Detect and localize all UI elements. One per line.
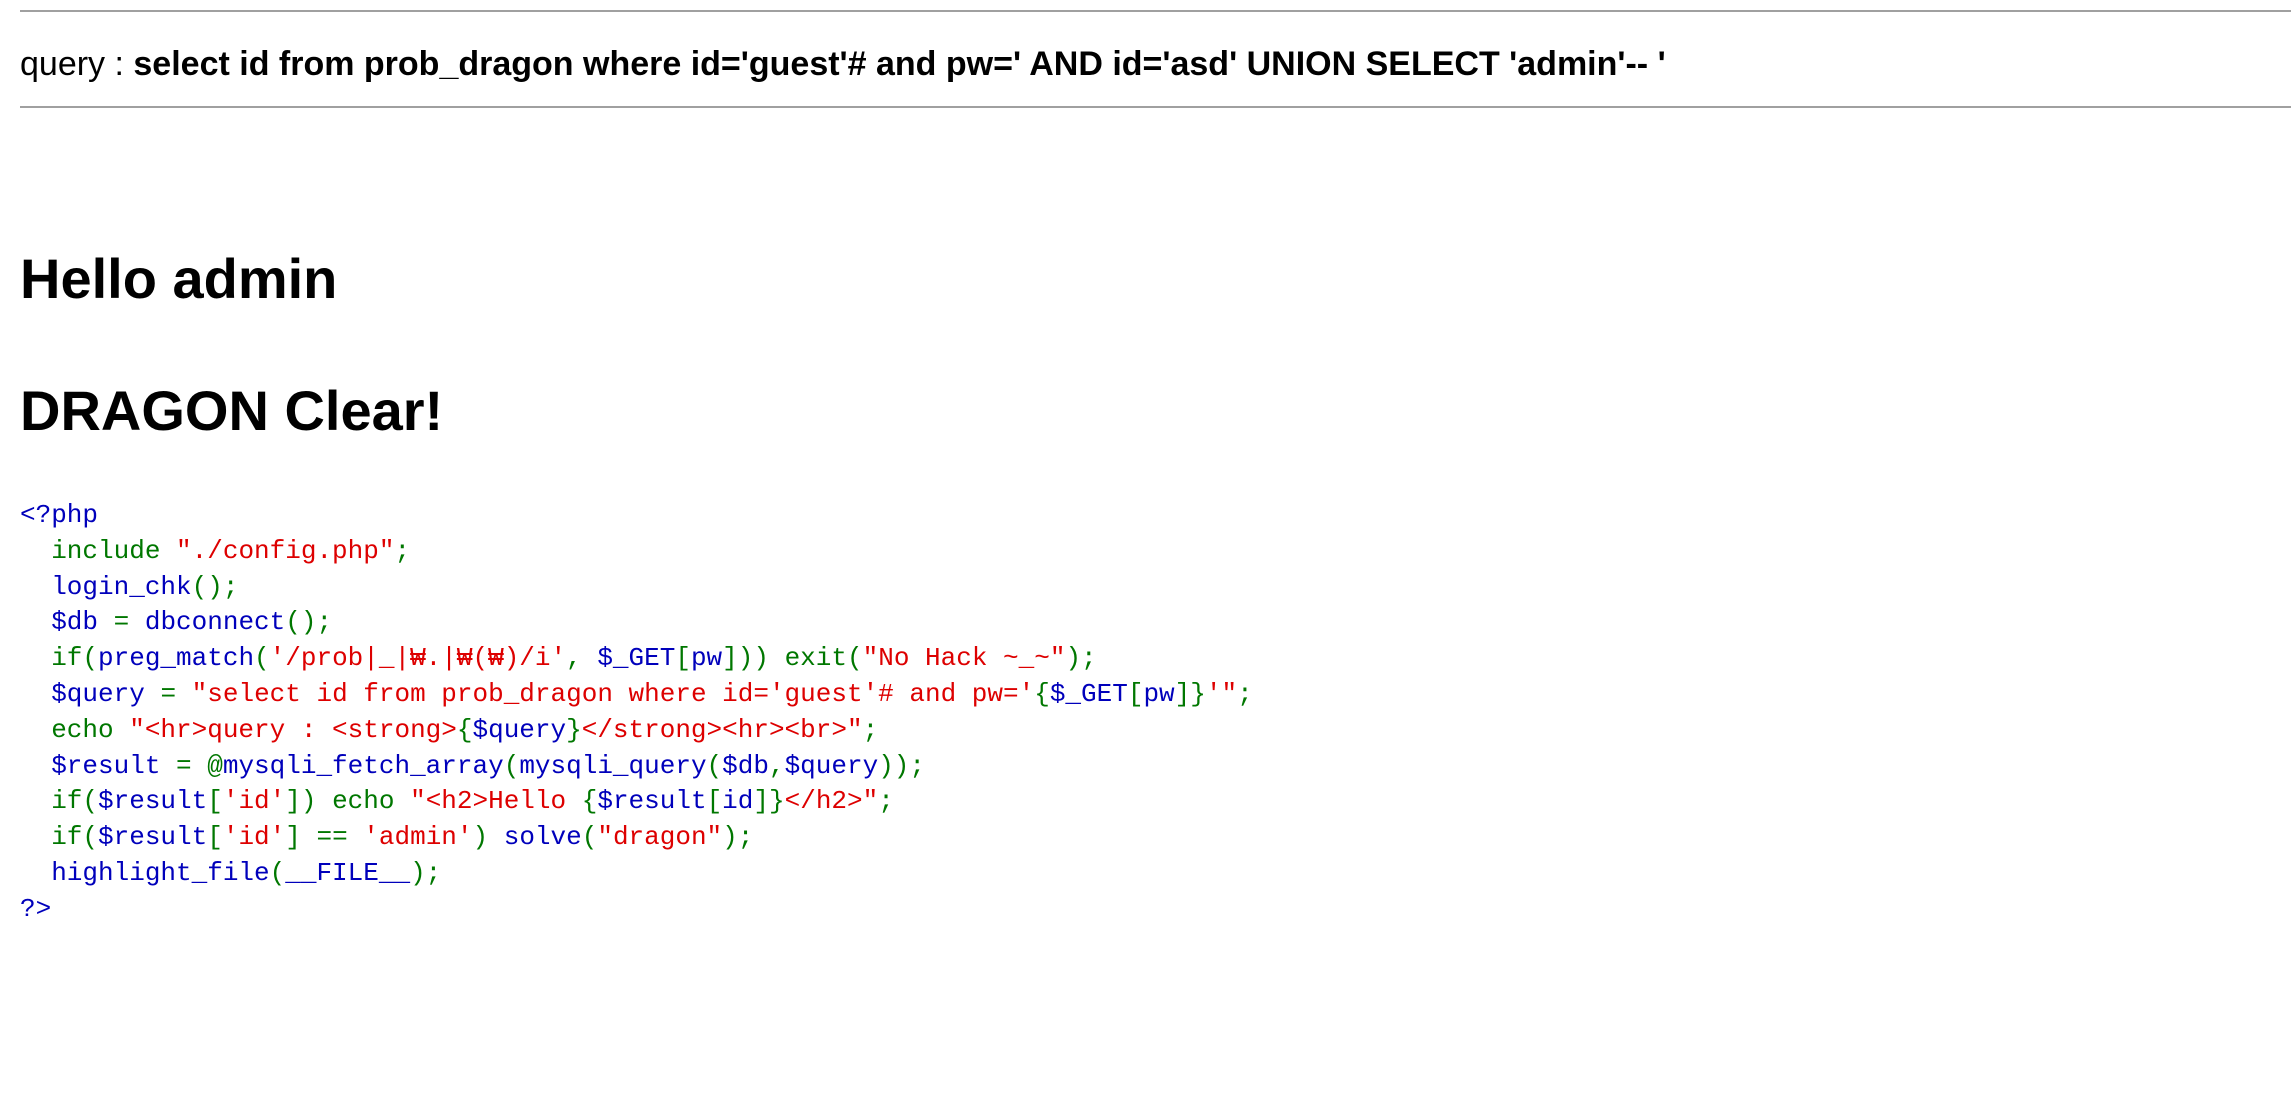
code-token: $result	[597, 786, 707, 817]
code-token: [	[706, 786, 723, 817]
code-token: {	[1034, 678, 1050, 709]
code-token: highlight_file	[20, 857, 270, 888]
code-token: {	[581, 786, 598, 817]
code-token: ]) echo	[285, 786, 411, 817]
code-token: [	[207, 786, 223, 817]
code-token: "<h2>Hello	[410, 786, 582, 817]
query-value: select id from prob_dragon where id='gue…	[133, 45, 1666, 83]
code-line: ?>	[20, 892, 1253, 928]
code-line: $query = "select id from prob_dragon whe…	[20, 677, 1253, 713]
code-token: 'id'	[222, 786, 286, 817]
code-token: ;	[394, 535, 411, 566]
code-token: pw	[690, 643, 723, 674]
code-token: $result	[98, 822, 208, 853]
code-token: $query	[472, 714, 567, 745]
code-token: (	[581, 822, 598, 853]
code-token: = @	[176, 750, 223, 781]
code-token: "./config.php"	[176, 535, 395, 566]
code-token: [	[675, 643, 691, 674]
code-token: ] ==	[285, 822, 364, 853]
code-line: if($result['id'] == 'admin') solve("drag…	[20, 820, 1253, 856]
code-line: $db = dbconnect();	[20, 605, 1253, 641]
code-token: $query	[20, 678, 161, 709]
code-token: $result	[20, 750, 177, 781]
code-token: mysqli_fetch_array	[222, 750, 504, 781]
code-token: dbconnect	[144, 607, 286, 638]
code-token: $result	[98, 786, 208, 817]
code-token: $query	[784, 750, 879, 781]
code-token: (	[706, 750, 723, 781]
code-token: id	[722, 786, 754, 817]
code-token: login_chk	[20, 571, 192, 602]
code-token: [	[207, 822, 223, 853]
clear-heading: DRAGON Clear!	[20, 379, 444, 442]
code-token: =	[160, 678, 192, 709]
code-line: login_chk();	[20, 570, 1253, 606]
code-token: ]}	[753, 786, 785, 817]
code-line: if($result['id']) echo "<h2>Hello {$resu…	[20, 784, 1253, 820]
code-token: ])) exit(	[722, 643, 863, 674]
code-token: $_GET	[597, 643, 676, 674]
code-token: $db	[20, 607, 114, 638]
code-token: ();	[191, 571, 239, 602]
code-token: ;	[862, 714, 879, 745]
query-display: query : select id from prob_dragon where…	[20, 40, 1666, 88]
code-token: ?>	[20, 893, 52, 924]
code-token: ));	[878, 750, 926, 781]
code-token: [	[1127, 678, 1144, 709]
code-token: );	[1065, 643, 1097, 674]
code-line: <?php	[20, 498, 1253, 534]
code-token: "<hr>query : <strong>	[129, 714, 457, 745]
query-label: query :	[20, 45, 134, 83]
code-token: {	[456, 714, 473, 745]
code-token: )	[472, 822, 504, 853]
code-line: $result = @mysqli_fetch_array(mysqli_que…	[20, 749, 1253, 785]
code-token: </h2>"	[784, 786, 879, 817]
code-token: <?php	[20, 500, 99, 530]
code-token: "select id from prob_dragon where id='gu…	[191, 678, 1035, 709]
code-token: preg_match	[98, 643, 255, 674]
code-token: "No Hack ~_~"	[862, 643, 1066, 674]
code-token: ]}	[1174, 678, 1206, 709]
code-token: __FILE__	[285, 857, 411, 888]
code-token: $db	[722, 750, 769, 781]
code-token: (	[503, 750, 520, 781]
code-line: highlight_file(__FILE__);	[20, 856, 1253, 892]
code-token: '"	[1205, 678, 1238, 709]
code-token: 'id'	[222, 822, 286, 853]
bottom-divider	[20, 106, 2291, 108]
top-divider	[20, 10, 2291, 12]
code-line: if(preg_match('/prob|_|₩.|₩(₩)/i', $_GET…	[20, 641, 1253, 677]
hello-heading: Hello admin	[20, 247, 338, 310]
code-token: solve	[503, 822, 582, 853]
code-token: );	[722, 822, 754, 853]
code-token: =	[113, 607, 145, 638]
code-token: 'admin'	[363, 822, 473, 853]
code-token: ,	[566, 643, 598, 674]
code-token: if(	[20, 786, 99, 817]
code-token: }	[566, 714, 582, 745]
code-token: ;	[878, 786, 894, 817]
code-token: (	[269, 857, 286, 888]
code-token: pw	[1143, 678, 1175, 709]
code-token: "dragon"	[597, 822, 723, 853]
code-line: echo "<hr>query : <strong>{$query}</stro…	[20, 713, 1253, 749]
code-token: $_GET	[1049, 678, 1128, 709]
code-token: ;	[1237, 678, 1253, 709]
code-token: include	[20, 535, 177, 566]
code-token: ,	[768, 750, 785, 781]
code-token: ();	[285, 607, 333, 638]
code-token: if(	[20, 643, 99, 674]
code-token: mysqli_query	[519, 750, 707, 781]
code-token: (	[254, 643, 270, 674]
code-token: '/prob|_|₩.|₩(₩)/i'	[269, 643, 567, 674]
code-token: );	[410, 857, 442, 888]
code-token: if(	[20, 822, 99, 853]
php-source-code: <?php include "./config.php"; login_chk(…	[20, 498, 1253, 928]
code-line: include "./config.php";	[20, 534, 1253, 570]
code-token: echo	[20, 714, 130, 745]
code-token: </strong><hr><br>"	[581, 714, 863, 745]
